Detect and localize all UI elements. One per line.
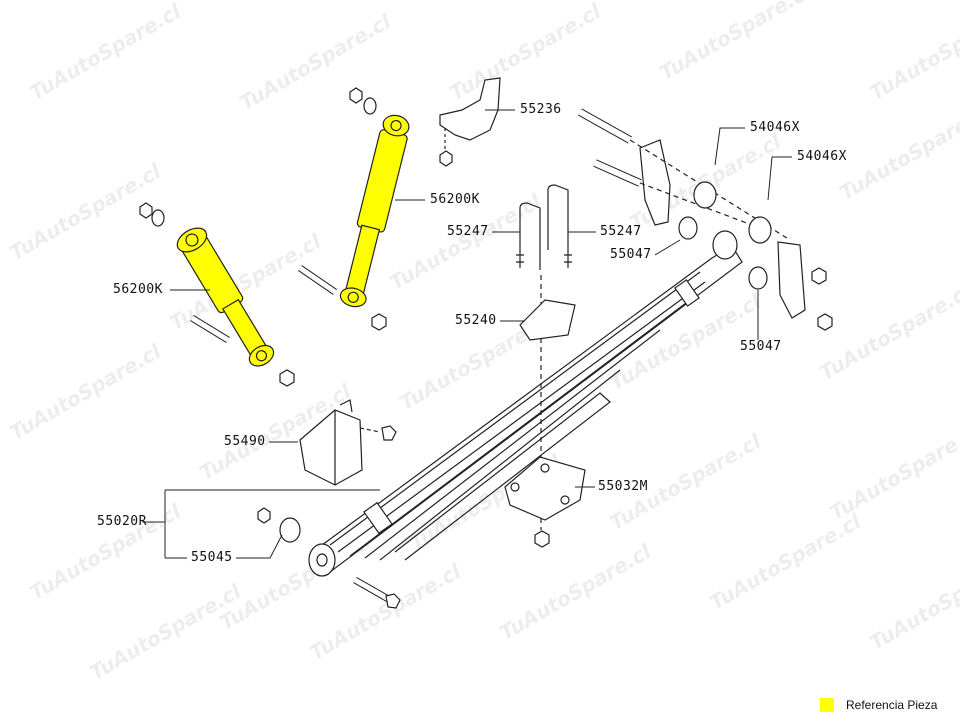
part-label-56200k[interactable]: 56200K [430,192,480,207]
u-bolt-left[interactable] [516,202,541,270]
part-label-55236[interactable]: 55236 [520,102,562,117]
bump-stop[interactable] [299,409,363,486]
bushing-54046x-b[interactable] [748,216,772,244]
leaf-spring[interactable] [308,230,743,577]
leader-lines [142,109,792,559]
part-label-54046x[interactable]: 54046X [750,120,800,135]
legend-label: Referencia Pieza [846,698,938,712]
spring-plate[interactable] [504,456,586,521]
shock-absorber-right[interactable] [337,112,412,309]
shackle-plate-rear[interactable] [777,241,806,319]
part-label-55240[interactable]: 55240 [455,313,497,328]
bushing-55047-a[interactable] [678,216,698,240]
part-label-55490[interactable]: 55490 [224,434,266,449]
bushing-54046x-a[interactable] [693,181,717,209]
part-label-56200k[interactable]: 56200K [113,282,163,297]
part-label-55020r[interactable]: 55020R [97,514,147,529]
part-label-54046x[interactable]: 54046X [797,149,847,164]
part-label-55032m[interactable]: 55032M [598,479,648,494]
part-label-55047[interactable]: 55047 [740,339,782,354]
u-bolt-right[interactable] [547,184,572,268]
part-label-55247[interactable]: 55247 [600,224,642,239]
legend: Referencia Pieza [820,697,937,713]
bushing-55047-b[interactable] [748,266,768,290]
shackle-plate-front[interactable] [639,139,671,226]
plate-nut [534,530,550,548]
spring-seat[interactable] [519,299,576,341]
shackle-bracket[interactable] [439,77,501,141]
bushing-55045[interactable] [279,517,301,543]
shock-absorber-left[interactable] [173,223,280,371]
part-label-55247[interactable]: 55247 [447,224,489,239]
part-label-55045[interactable]: 55045 [191,550,233,565]
legend-swatch [820,698,834,712]
part-label-55047[interactable]: 55047 [610,247,652,262]
